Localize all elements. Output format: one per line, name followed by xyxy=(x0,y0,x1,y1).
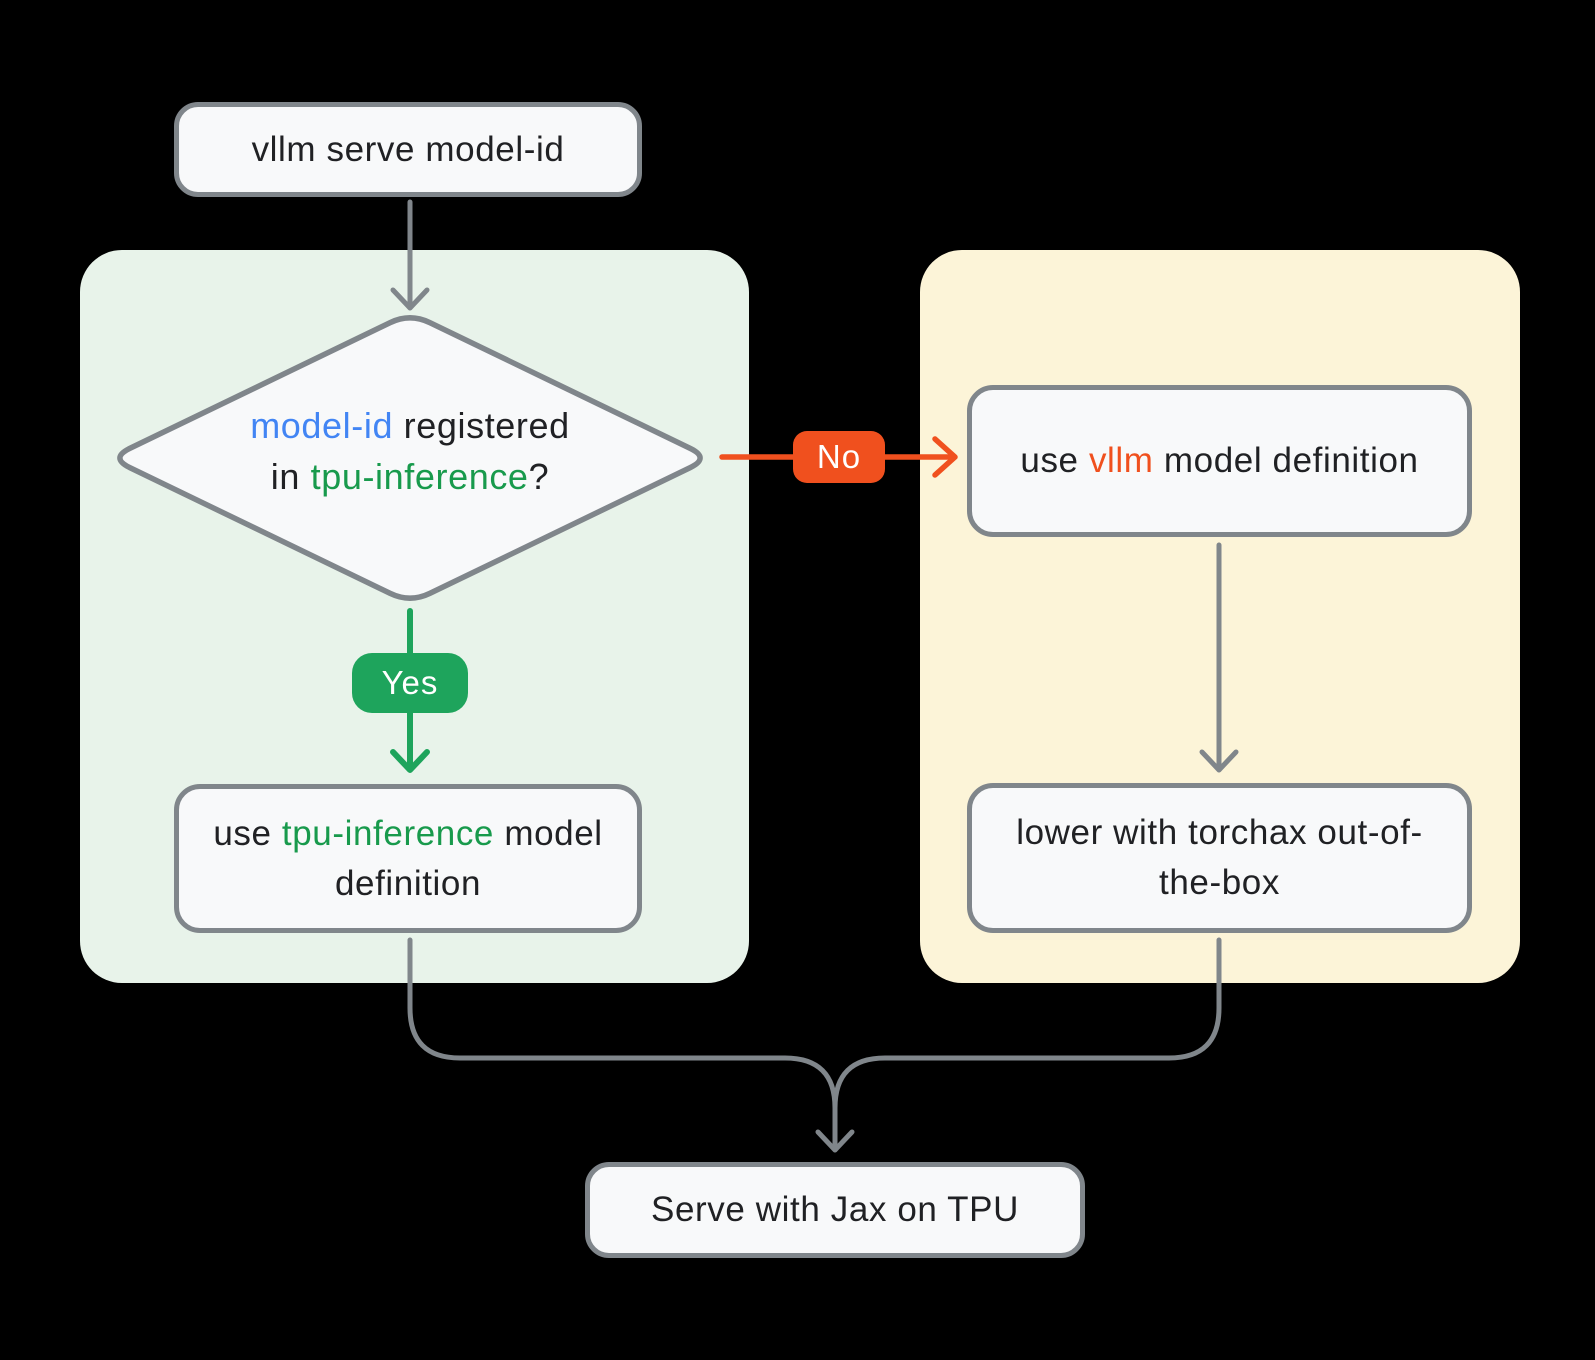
vllm-node-highlight: vllm xyxy=(1088,441,1154,481)
no-badge: No xyxy=(793,431,885,483)
yes-badge-label: Yes xyxy=(381,664,439,701)
tpu-node-suffix: model definition xyxy=(334,813,603,903)
vllm-node-prefix: use xyxy=(1020,441,1089,481)
tpu-inference-model-label: use tpu-inference model definition xyxy=(201,809,615,908)
start-node-label: vllm serve model-id xyxy=(251,129,565,169)
decision-diamond-shape xyxy=(117,315,703,601)
yes-badge: Yes xyxy=(352,653,468,713)
decision-model-id-text: model-id xyxy=(250,405,394,446)
serve-node-label: Serve with Jax on TPU xyxy=(651,1190,1019,1230)
decision-line-2: in tpu-inference? xyxy=(110,451,710,502)
decision-node: model-id registered in tpu-inference? xyxy=(110,400,710,502)
decision-in-text: in xyxy=(270,456,311,498)
torchax-node: lower with torchax out-of-the-box xyxy=(967,783,1472,933)
decision-question-mark: ? xyxy=(528,456,550,498)
arrow-start-to-decision-icon xyxy=(390,199,430,311)
decision-tpu-inference-text: tpu-inference xyxy=(310,456,529,498)
tpu-node-highlight: tpu-inference xyxy=(281,813,494,853)
merge-arrow-icon xyxy=(407,937,1222,1153)
torchax-node-label: lower with torchax out-of-the-box xyxy=(1016,813,1423,902)
decision-line-1: model-id registered xyxy=(110,400,710,451)
vllm-model-label: use vllm model definition xyxy=(1020,436,1418,486)
arrow-vllm-to-torchax-icon xyxy=(1199,542,1239,773)
vllm-model-node: use vllm model definition xyxy=(967,385,1472,537)
decision-registered-text: registered xyxy=(393,405,570,446)
tpu-node-prefix: use xyxy=(213,813,282,853)
tpu-inference-model-node: use tpu-inference model definition xyxy=(174,784,642,933)
no-badge-label: No xyxy=(816,438,862,475)
start-node: vllm serve model-id xyxy=(174,102,642,197)
vllm-node-suffix: model definition xyxy=(1153,441,1419,481)
serve-node: Serve with Jax on TPU xyxy=(585,1162,1085,1258)
